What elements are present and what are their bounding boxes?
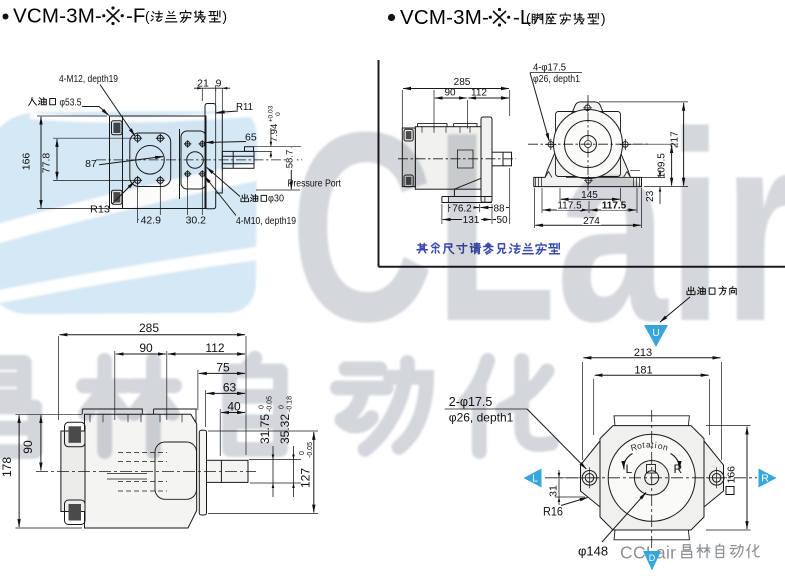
svg-text:(: ( (526, 11, 531, 26)
svg-text:117.5: 117.5 (602, 201, 627, 212)
svg-text:(: ( (145, 9, 150, 24)
svg-text:+0.03: +0.03 (268, 105, 275, 122)
svg-text:0: 0 (275, 112, 282, 116)
svg-text:217: 217 (670, 131, 681, 148)
svg-text:φ30: φ30 (268, 194, 284, 205)
svg-text:o: o (657, 441, 664, 452)
svg-text:76.2: 76.2 (452, 204, 472, 215)
svg-text:90: 90 (139, 341, 153, 355)
svg-text:9: 9 (216, 78, 222, 90)
svg-text:Pressure Port: Pressure Port (288, 178, 342, 190)
svg-text:-0.05: -0.05 (267, 396, 274, 412)
svg-text:-0.18: -0.18 (287, 396, 294, 412)
svg-text:L: L (626, 462, 633, 476)
svg-text:23: 23 (645, 190, 656, 202)
svg-text:145: 145 (581, 190, 598, 201)
svg-text:166: 166 (726, 466, 738, 484)
svg-text:35.32: 35.32 (278, 414, 292, 444)
svg-text:n: n (662, 442, 669, 453)
svg-text:D: D (649, 553, 656, 563)
svg-text:o: o (636, 440, 643, 451)
svg-text:4-φ17.5: 4-φ17.5 (533, 63, 566, 74)
svg-text:): ) (223, 9, 228, 24)
svg-text:CLair: CLair (290, 77, 785, 378)
svg-text:131: 131 (463, 215, 480, 226)
svg-text:31: 31 (548, 485, 560, 497)
svg-text:0: 0 (279, 405, 286, 409)
svg-text:213: 213 (634, 347, 652, 359)
svg-text:R: R (674, 462, 683, 476)
svg-text:U: U (652, 327, 660, 339)
svg-text:L: L (532, 473, 538, 485)
svg-text:0: 0 (299, 451, 306, 455)
svg-text:): ) (601, 11, 606, 26)
svg-text:7.94: 7.94 (269, 124, 280, 143)
svg-text:90: 90 (444, 88, 456, 99)
svg-text:t: t (651, 440, 655, 450)
svg-text:274: 274 (583, 216, 600, 227)
svg-text:112: 112 (471, 88, 487, 99)
svg-text:-F: -F (126, 5, 145, 28)
svg-text:178: 178 (0, 457, 14, 477)
svg-text:75: 75 (216, 360, 230, 374)
svg-text:R11: R11 (236, 101, 253, 113)
svg-text:285: 285 (454, 77, 471, 88)
svg-text:112: 112 (205, 341, 224, 355)
svg-text:φ26, depth1: φ26, depth1 (533, 74, 580, 85)
svg-text:4-M12, depth19: 4-M12, depth19 (59, 73, 118, 85)
svg-text:50: 50 (496, 215, 508, 226)
svg-text:285: 285 (139, 321, 159, 335)
svg-text:R: R (761, 473, 769, 485)
svg-text:φ53.5: φ53.5 (60, 98, 82, 109)
svg-text:21: 21 (197, 78, 209, 90)
svg-text:i: i (654, 440, 657, 450)
svg-text:58.7: 58.7 (285, 150, 296, 169)
svg-text:-L: -L (513, 6, 531, 29)
svg-text:φ148: φ148 (578, 544, 608, 559)
svg-text:VCM-3M-: VCM-3M- (13, 5, 102, 28)
svg-text:127: 127 (299, 468, 313, 488)
svg-text:0: 0 (259, 405, 266, 409)
svg-text:88: 88 (493, 204, 505, 215)
svg-text:a: a (646, 439, 651, 449)
svg-text:181: 181 (634, 364, 652, 376)
svg-text:-0.05: -0.05 (307, 442, 314, 458)
svg-text:117.5: 117.5 (557, 201, 582, 212)
svg-text:t: t (642, 440, 646, 450)
svg-text:R: R (630, 442, 638, 453)
svg-text:R16: R16 (543, 505, 563, 519)
svg-text:VCM-3M-: VCM-3M- (400, 6, 489, 29)
svg-text:109.5: 109.5 (657, 153, 668, 178)
